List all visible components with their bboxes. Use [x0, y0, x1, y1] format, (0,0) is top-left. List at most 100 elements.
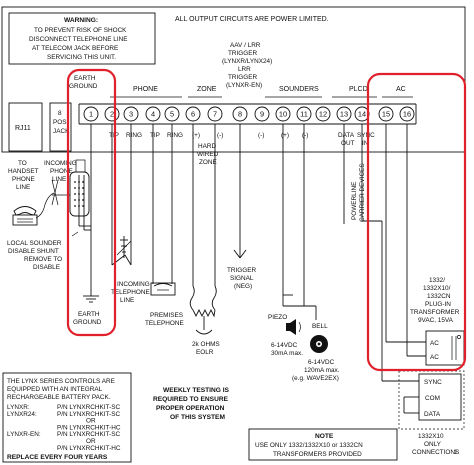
- terminal-number: 2: [110, 110, 114, 119]
- group-labels: EARTH GROUND PHONE ZONE AAV / LRR TRIGGE…: [69, 42, 413, 98]
- warning-line: TO PREVENT RISK OF SHOCK: [34, 27, 127, 34]
- eolr-label: 2k OHMS: [192, 341, 220, 348]
- weekly-line: OF THIS SYSTEM: [170, 414, 225, 421]
- warning-line: AT TELECOM JACK BEFORE: [32, 45, 118, 52]
- terminal-10: 10: [275, 106, 291, 122]
- terminal-number: 11: [300, 110, 308, 119]
- terminal-screw-icon: [123, 106, 139, 122]
- terminal-number: 1: [89, 110, 93, 119]
- earth-ground-icon: [83, 295, 99, 303]
- weekly-line: PROPER OPERATION: [156, 405, 225, 412]
- terminal-sub-labels: TIP RING TIP RING (+) (-) (-) (+) (-) DA…: [109, 132, 375, 147]
- label-ac: AC: [396, 86, 406, 93]
- rj11-jack: RJ11: [8, 102, 43, 152]
- terminal-number: 5: [170, 110, 174, 119]
- terminal-6: 6: [185, 106, 201, 122]
- label-in: IN: [362, 140, 369, 147]
- transformer-terminal: AC: [430, 354, 439, 361]
- incoming-telephone: INCOMING: [117, 281, 150, 288]
- terminal-screw-icon: [275, 106, 291, 122]
- hard-wired-zone: ZONE: [199, 159, 217, 166]
- x10-caption: ONLY: [424, 441, 442, 448]
- label-phone: PHONE: [133, 86, 158, 93]
- bell-icon: [310, 335, 328, 353]
- terminal-number: 12: [319, 110, 327, 119]
- terminal-screw-icon: [378, 106, 394, 122]
- warning-box: WARNING: TO PREVENT RISK OF SHOCK DISCON…: [8, 12, 156, 65]
- terminal-16: 16: [399, 106, 415, 122]
- label-zone-neg: (-): [217, 132, 223, 139]
- shunt-caption: REMOVE TO: [24, 256, 62, 263]
- label-zone: ZONE: [197, 86, 217, 93]
- note-line: TRANSFORMERS PROVIDED: [273, 451, 362, 458]
- terminal-strip: [78, 103, 417, 125]
- outputs-title: ALL OUTPUT CIRCUITS ARE POWER LIMITED.: [175, 16, 329, 23]
- label-trigger-neg: (-): [258, 132, 264, 139]
- incoming-telephone: LINE: [120, 297, 134, 304]
- lynx-model: LYNXR24:: [7, 411, 37, 418]
- terminal-5: 5: [164, 106, 180, 122]
- jack-caption: PHONE: [50, 168, 73, 175]
- label-ring: RING: [167, 132, 183, 139]
- hard-wired-zone: HARD: [198, 143, 216, 150]
- piezo-spec: 6-14VDC: [271, 342, 298, 349]
- lynx-footer: REPLACE EVERY FOUR YEARS: [7, 454, 108, 461]
- note-box: NOTE USE ONLY 1332/1332X10 or 1332CN TRA…: [248, 428, 398, 461]
- terminal-number: 16: [403, 110, 411, 119]
- rj11-label: RJ11: [15, 125, 31, 132]
- terminal-15: 15: [378, 106, 394, 122]
- trigger-signal: TRIGGER: [227, 267, 256, 274]
- label-sync: SYNC: [357, 132, 375, 139]
- terminal-screw-icon: [207, 106, 223, 122]
- terminal-number: 4: [151, 110, 155, 119]
- lynx-model: LYNXR-EN:: [7, 431, 41, 438]
- terminal-screw-icon: [315, 106, 331, 122]
- phone-icon: [12, 206, 38, 226]
- terminal-number: 13: [340, 110, 348, 119]
- label-earth: EARTH: [74, 75, 96, 82]
- x10-terminal: DATA: [424, 411, 441, 418]
- label-zone-pos: (+): [192, 132, 200, 139]
- terminal-11: 11: [296, 106, 312, 122]
- terminal-screw-icon: [399, 106, 415, 122]
- powerline-devices: POWERLINE: [351, 182, 358, 220]
- note-heading: NOTE: [315, 433, 334, 440]
- label-snd-pos: (+): [281, 132, 289, 139]
- label-tip: TIP: [150, 132, 160, 139]
- terminal-3: 3: [123, 106, 139, 122]
- terminal-number: 3: [129, 110, 133, 119]
- earth-ground-highlight: [66, 68, 117, 337]
- terminal-12: 12: [315, 106, 331, 122]
- incoming-telephone: TELEPHONE: [111, 289, 150, 296]
- terminal-screw-icon: [232, 106, 248, 122]
- terminal-screw-icon: [164, 106, 180, 122]
- lynx-battery-box: THE LYNX SERIES CONTROLS ARE EQUIPPED WI…: [2, 372, 132, 463]
- lynx-part-number: P/N LYNXRCHKIT-SC: [57, 404, 120, 411]
- terminal-screw-icon: [185, 106, 201, 122]
- terminal-1: 1: [83, 106, 99, 122]
- page-marker: 1: [454, 449, 458, 456]
- transformer-line: 1332X10/: [423, 285, 451, 292]
- terminal-number: 7: [213, 110, 217, 119]
- jack-label: POS.: [53, 119, 68, 126]
- premises-telephone: PREMISES: [150, 312, 183, 319]
- jack-label: JACK: [53, 128, 70, 135]
- bell-spec: (e.g. WAVE2EX): [292, 375, 339, 382]
- rj11-caption: HANDSET: [8, 168, 39, 175]
- bell-spec: 120mA max.: [304, 367, 340, 374]
- trigger-signal: (NEG): [234, 283, 252, 290]
- transformer-line: TRANSFORMER: [410, 309, 460, 316]
- lynx-part-number: P/N LYNXRCHKIT-SC: [57, 411, 120, 418]
- lynx-part-number: P/N LYNXRCHKIT-HC: [57, 424, 121, 431]
- lynx-part-number: OR: [86, 438, 96, 445]
- transformer-terminal: AC: [430, 340, 439, 347]
- label-data: DATA: [338, 132, 355, 139]
- label-trigger: TRIGGER: [228, 50, 257, 57]
- transformer-icon: AC AC: [425, 330, 465, 366]
- piezo-label: PIEZO: [268, 314, 287, 321]
- transformer-line: 1332/: [429, 277, 445, 284]
- jack-label: 8: [58, 110, 62, 117]
- weekly-line: REQUIRED TO ENSURE: [153, 396, 229, 403]
- label-ground: GROUND: [69, 83, 98, 90]
